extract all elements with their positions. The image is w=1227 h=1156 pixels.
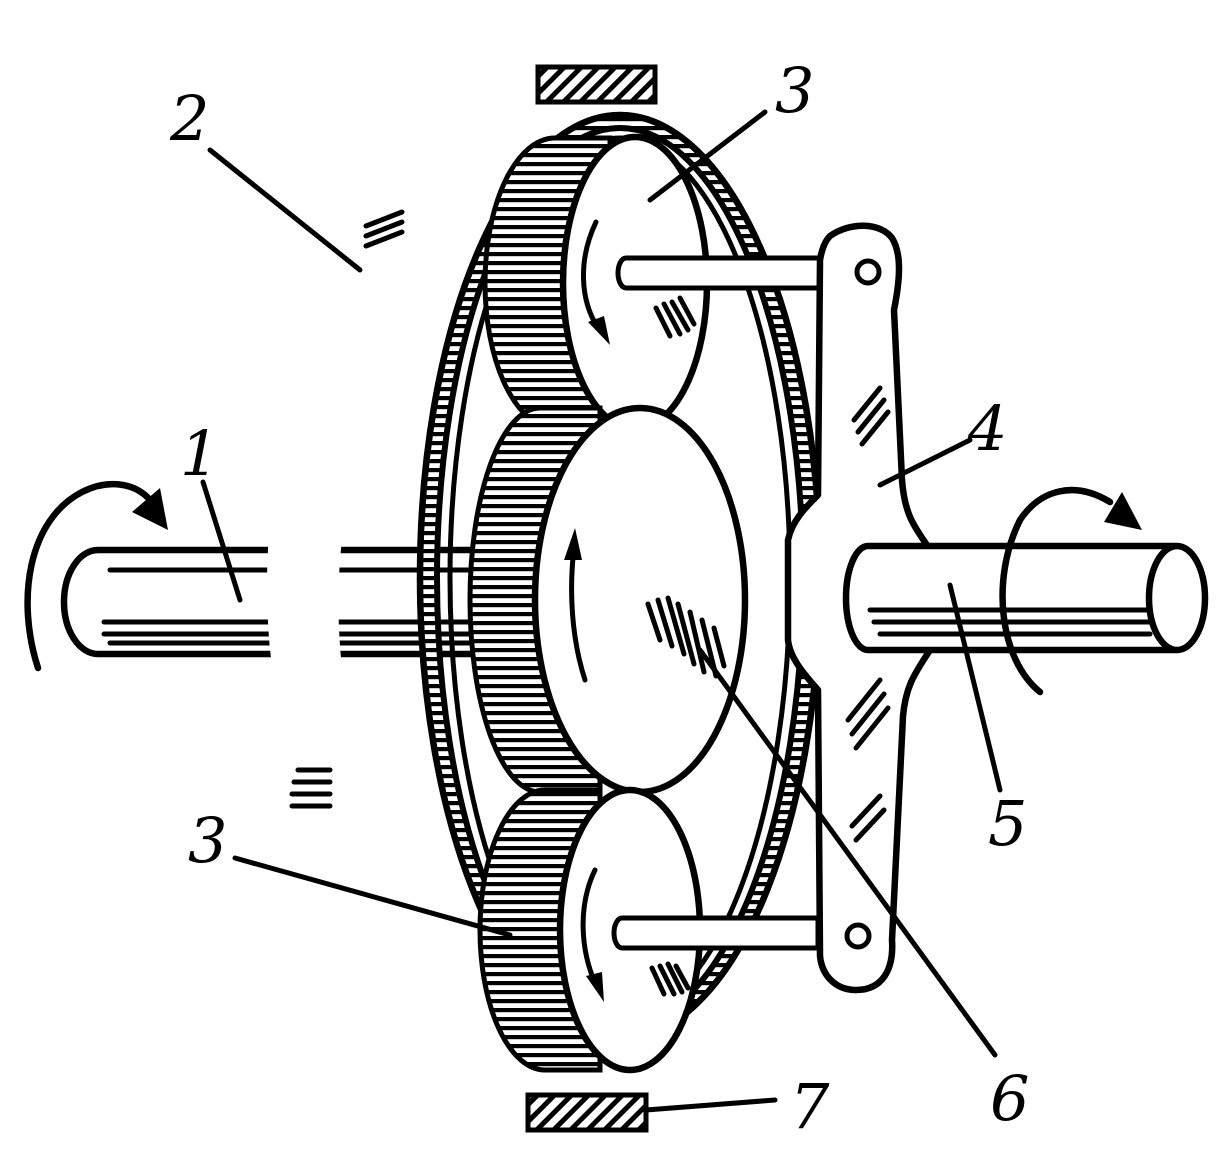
frame-support-bottom [525, 1092, 649, 1133]
leader-6 [697, 647, 998, 1058]
leader-5 [947, 582, 1003, 793]
callout-3-top: 3 [775, 54, 814, 127]
leader-2 [207, 147, 363, 273]
callout-5: 5 [988, 787, 1027, 860]
callout-1: 1 [180, 417, 219, 490]
planet-gear-top [482, 133, 823, 433]
sun-gear [467, 404, 749, 796]
planet-shaft-bottom [611, 915, 821, 951]
callout-3-bottom: 3 [188, 804, 227, 877]
leader-1 [200, 479, 243, 603]
carrier-hole-top [854, 258, 882, 286]
leader-4 [877, 437, 973, 488]
callout-7: 7 [790, 1070, 830, 1143]
leader-3-bottom [232, 855, 513, 938]
callout-2: 2 [169, 82, 209, 155]
carrier-hole-bottom [844, 922, 872, 950]
callout-6: 6 [990, 1062, 1029, 1135]
leader-lines [200, 109, 1003, 1113]
input-rotation-arrow [24, 481, 168, 672]
callout-4: 4 [967, 392, 1007, 465]
output-rotation-arrow [999, 486, 1142, 696]
leader-3-top [647, 109, 768, 203]
planet-shaft-top [615, 255, 823, 291]
frame-support-top [535, 64, 658, 105]
planet-gear-bottom [477, 786, 821, 1074]
leader-7 [643, 1097, 778, 1113]
output-shaft [842, 542, 1209, 654]
